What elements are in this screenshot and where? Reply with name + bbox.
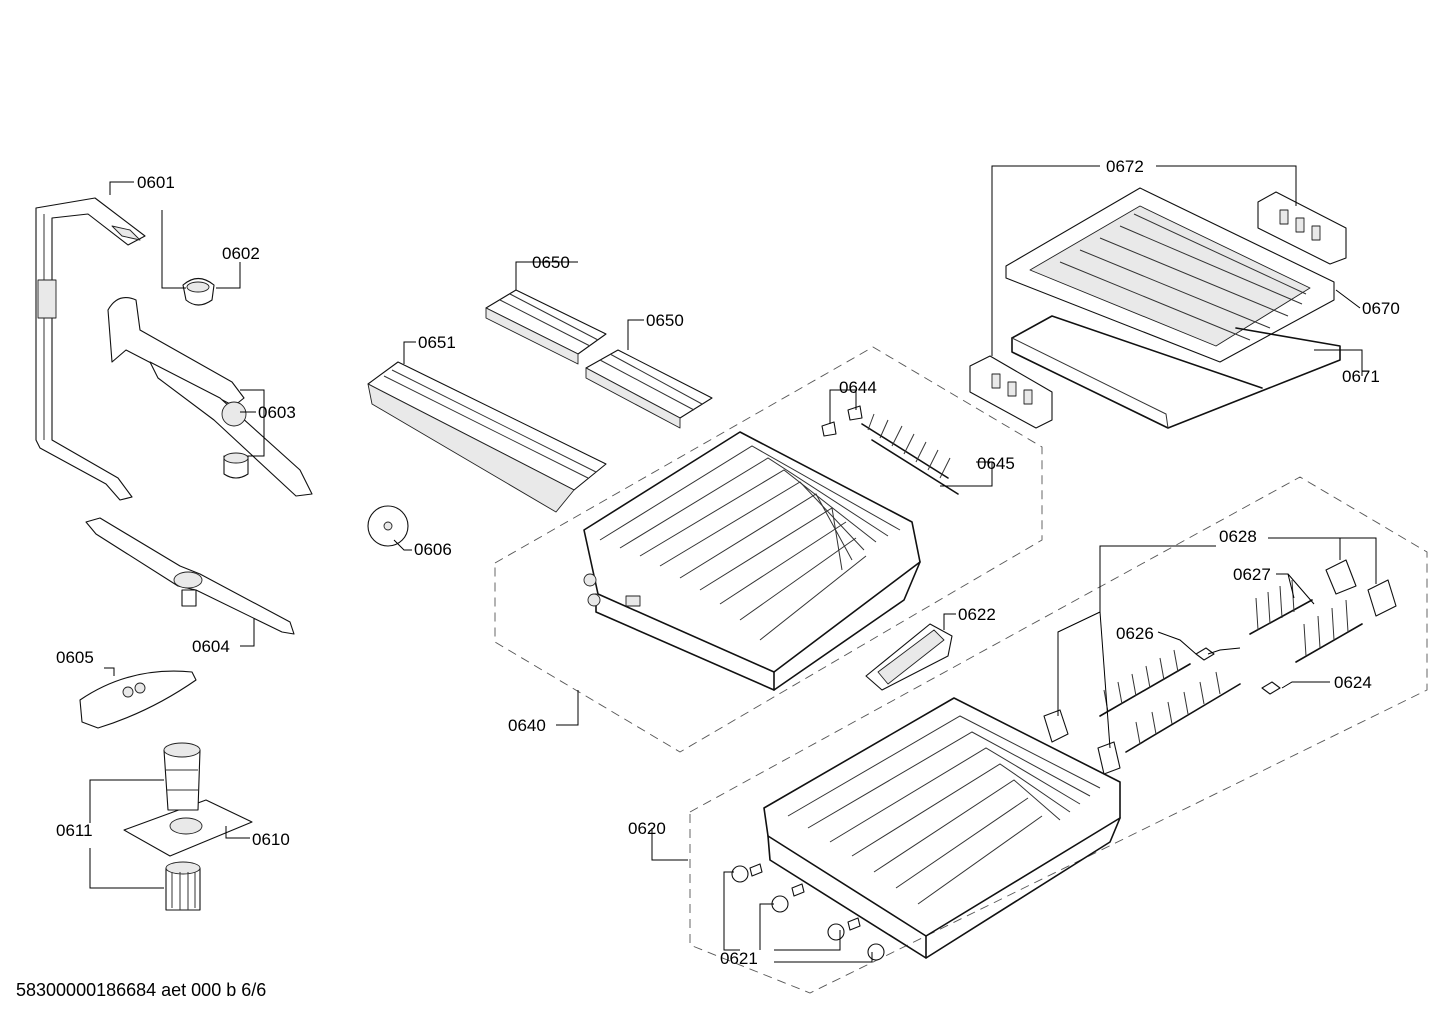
leader-lines [89,165,1377,963]
label-0628: 0628 [1219,527,1257,546]
label-0605: 0605 [56,648,94,667]
spray-disc-part [367,505,409,547]
clips-part [821,405,863,437]
label-0651: 0651 [418,333,456,352]
lower-basket-assembly-outline [689,476,1428,994]
label-0603: 0603 [258,403,296,422]
tine-rows-small-part [1249,579,1363,663]
cutlery-insert-part-b [585,349,713,429]
label-0624: 0624 [1334,673,1372,692]
label-0620: 0620 [628,819,666,838]
document-code: 58300000186684 aet 000 b 6/6 [16,980,267,1000]
folding-tine-row-part [861,413,959,495]
label-0670: 0670 [1362,299,1400,318]
rail-left-part [969,355,1053,429]
cover-part [79,670,197,729]
upper-basket-assembly-outline [494,346,1043,753]
label-0627: 0627 [1233,565,1271,584]
label-0621: 0621 [720,949,758,968]
label-0606: 0606 [414,540,452,559]
cutlery-basket-part [367,361,607,513]
label-0650-a: 0650 [532,253,570,272]
upper-spray-arm-part [107,297,313,497]
lower-basket-part [763,697,1121,959]
rail-right-part [1257,191,1347,265]
supply-pipe-part [35,197,146,501]
third-rack-tray-part [1005,187,1335,363]
tine-rows-part [1099,649,1241,753]
label-0622: 0622 [958,605,996,624]
label-0645: 0645 [977,454,1015,473]
label-0672: 0672 [1106,157,1144,176]
label-0610: 0610 [252,830,290,849]
third-rack-frame-part [1011,315,1341,429]
label-0644: 0644 [839,378,877,397]
label-0602: 0602 [222,244,260,263]
micro-filter-part [123,742,253,857]
upper-basket-part [583,431,921,691]
label-0650-b: 0650 [646,311,684,330]
wheels-part [731,863,885,961]
label-0611: 0611 [56,821,93,840]
cup-shelf-part [865,623,953,691]
nozzle-clip-part [182,277,215,306]
cutlery-insert-part-a [485,289,607,365]
label-0626: 0626 [1116,624,1154,643]
label-0601: 0601 [137,173,175,192]
label-0671: 0671 [1342,367,1380,386]
holders-part [1043,559,1397,775]
label-0604: 0604 [192,637,230,656]
fine-filter-part [165,861,201,911]
lower-spray-arm-part [85,517,295,635]
label-0640: 0640 [508,716,546,735]
